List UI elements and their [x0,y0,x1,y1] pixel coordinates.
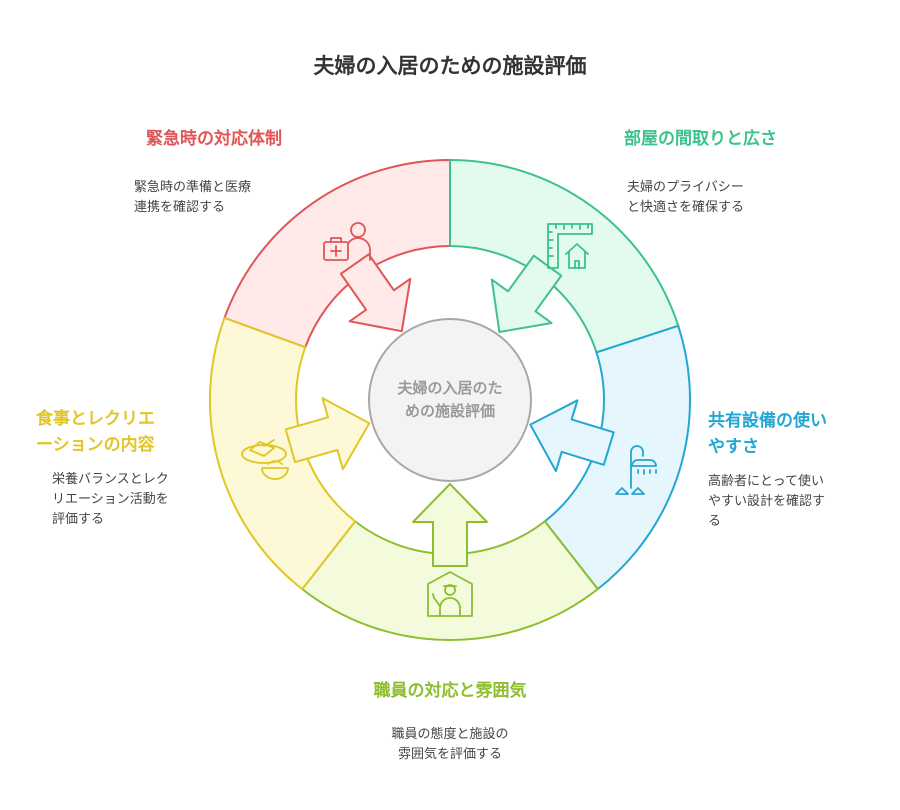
meals-segment [209,316,357,591]
floorplan-house-icon [547,223,593,269]
room-segment [449,158,680,354]
meals-title: 食事とレクリエ ーションの内容 [36,409,155,455]
shared-desc: 高齢者にとって使い やすい設計を確認す る [708,474,826,529]
room-desc: 夫婦のプライバシー と快適さを確保する [627,180,745,215]
shared-arrow [529,399,615,473]
diagram-title: 夫婦の入居のための施設評価 [313,54,587,78]
meals-desc: 栄養バランスとレク リエーション活動を 評価する [52,472,169,527]
emergency-arrow-joint [345,260,375,284]
staff-arrow-joint [434,553,466,560]
center-circle [368,318,532,482]
room-title: 部屋の間取りと広さ [624,129,777,149]
center-label-line2: めの施設評価 [405,402,495,420]
emergency-arrow [339,253,412,333]
meals-arrow-joint [291,427,308,459]
staff-segment [300,519,600,641]
room-arrow-joint [527,261,557,286]
center-label-line1: 夫婦の入居のた [397,379,502,397]
staff-desc: 職員の態度と施設の 雰囲気を評価する [391,727,509,762]
meal-plate-icon [241,439,289,480]
meals-arrow [284,397,371,471]
shared-title: 共有設備の使い やすさ [708,411,827,457]
emergency-title: 緊急時の対応体制 [146,129,282,149]
shared-arrow-joint [591,429,608,462]
shower-icon [615,445,657,495]
emergency-desc: 緊急時の準備と医療 連携を確認する [134,180,252,215]
staff-title: 職員の対応と雰囲気 [373,681,527,701]
staff-person-icon [427,571,473,617]
medical-staff-icon [323,222,371,261]
staff-arrow [412,483,488,567]
